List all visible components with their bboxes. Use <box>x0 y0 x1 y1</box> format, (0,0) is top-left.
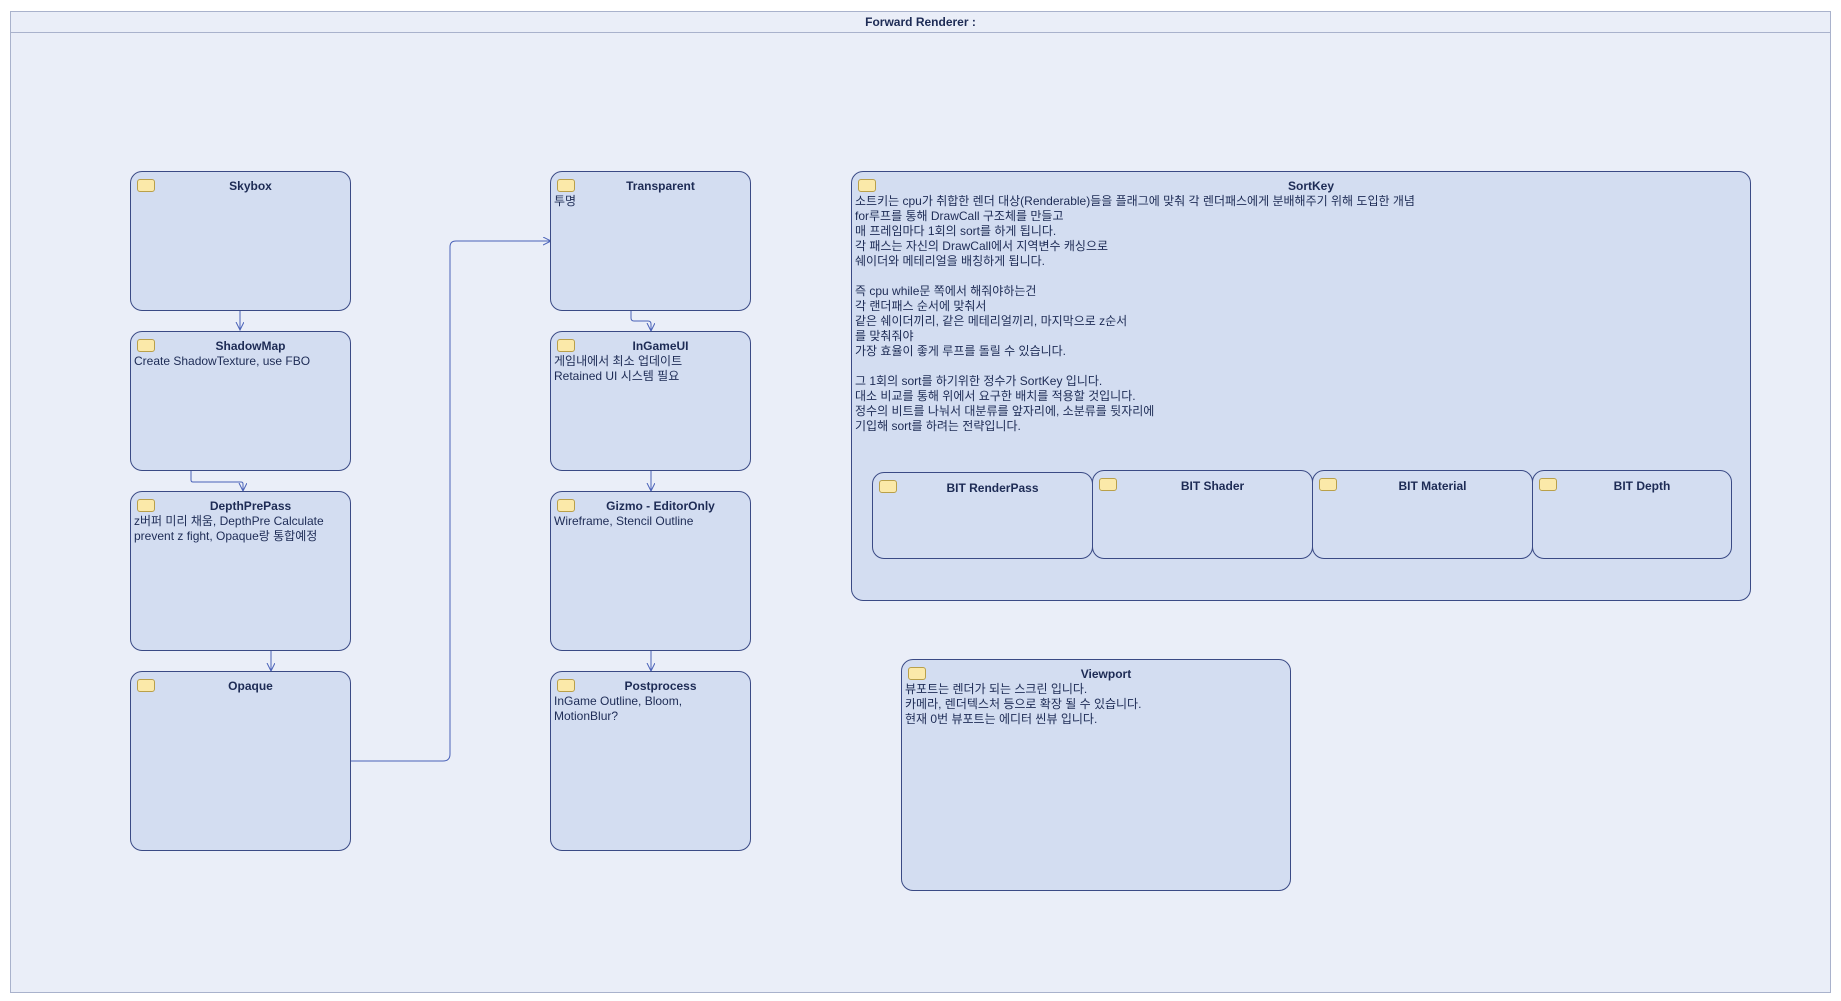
body-line: 기입해 sort를 하려는 전략입니다. <box>855 419 1021 433</box>
state-icon <box>137 339 155 352</box>
body-line: prevent z fight, Opaque랑 통합예정 <box>134 529 318 543</box>
state-title: SortKey <box>1287 179 1334 193</box>
state-icon <box>557 499 575 512</box>
body-line: 투명 <box>554 194 577 208</box>
substate-bit-depth[interactable]: BIT Depth <box>1532 470 1732 559</box>
state-body: 소트키는 cpu가 취합한 렌더 대상(Renderable)들을 플래그에 맞… <box>855 194 1480 434</box>
body-line: 가장 효율이 좋게 루프를 돌릴 수 있습니다. <box>855 344 1067 358</box>
state-title: BIT Material <box>1398 479 1467 493</box>
body-line: 뷰포트는 렌더가 되는 스크린 입니다. <box>905 682 1088 696</box>
body-line: 같은 쉐이더끼리, 같은 메테리얼끼리, 마지막으로 z순서 <box>855 314 1128 328</box>
body-line: MotionBlur? <box>554 709 619 723</box>
state-title: BIT Depth <box>1613 479 1671 493</box>
body-line: 정수의 비트를 나눠서 대분류를 앞자리에, 소분류를 뒷자리에 <box>855 404 1155 418</box>
state-title: ShadowMap <box>215 339 286 353</box>
state-title: Postprocess <box>624 679 697 693</box>
arrow-transparent-to-ingameui <box>630 311 651 331</box>
state-transparent[interactable]: Transparent 투명 <box>550 171 751 311</box>
body-line: z버퍼 미리 채움, DepthPre Calculate <box>134 514 324 528</box>
body-line: 소트키는 cpu가 취합한 렌더 대상(Renderable)들을 플래그에 맞… <box>855 194 1415 208</box>
state-icon <box>557 679 575 692</box>
body-line: for루프를 통해 DrawCall 구조체를 만들고 <box>855 209 1064 223</box>
state-icon <box>137 179 155 192</box>
state-sortkey[interactable]: SortKey 소트키는 cpu가 취합한 렌더 대상(Renderable)들… <box>851 171 1751 601</box>
state-icon <box>1539 478 1557 491</box>
state-body: Wireframe, Stencil Outline <box>554 514 748 529</box>
state-title: InGameUI <box>632 339 689 353</box>
state-title: DepthPrePass <box>209 499 292 513</box>
state-title: BIT Shader <box>1180 479 1245 493</box>
state-body: 투명 <box>554 194 748 209</box>
state-icon <box>557 339 575 352</box>
state-title: Transparent <box>626 179 695 193</box>
body-line: Retained UI 시스템 필요 <box>554 369 680 383</box>
body-line: 매 프레임마다 1회의 sort를 하게 됩니다. <box>855 224 1057 238</box>
body-line: 현재 0번 뷰포트는 에디터 씬뷰 입니다. <box>905 712 1098 726</box>
state-icon <box>908 667 926 680</box>
state-skybox[interactable]: Skybox <box>130 171 351 311</box>
state-title: BIT RenderPass <box>946 481 1039 495</box>
state-icon <box>557 179 575 192</box>
frame-title: Forward Renderer : <box>11 12 1830 33</box>
state-depthprepass[interactable]: DepthPrePass z버퍼 미리 채움, DepthPre Calcula… <box>130 491 351 651</box>
state-body: 뷰포트는 렌더가 되는 스크린 입니다.카메라, 렌더텍스처 등으로 확장 될 … <box>905 682 1288 727</box>
state-icon <box>879 480 897 493</box>
state-viewport[interactable]: Viewport 뷰포트는 렌더가 되는 스크린 입니다.카메라, 렌더텍스처 … <box>901 659 1291 891</box>
state-title: Opaque <box>228 679 273 693</box>
state-body: Create ShadowTexture, use FBO <box>134 354 348 369</box>
body-line: Wireframe, Stencil Outline <box>554 514 694 528</box>
substate-bit-material[interactable]: BIT Material <box>1312 470 1533 559</box>
body-line: 대소 비교를 통해 위에서 요구한 배치를 적용할 것입니다. <box>855 389 1136 403</box>
state-shadowmap[interactable]: ShadowMap Create ShadowTexture, use FBO <box>130 331 351 471</box>
state-icon <box>137 499 155 512</box>
state-title: Gizmo - EditorOnly <box>606 499 715 513</box>
state-icon <box>137 679 155 692</box>
arrow-shadowmap-to-depthprepass <box>190 471 243 491</box>
body-line: 쉐이더와 메테리얼을 배칭하게 됩니다. <box>855 254 1045 268</box>
body-line: 각 패스는 자신의 DrawCall에서 지역변수 캐싱으로 <box>855 239 1109 253</box>
state-opaque[interactable]: Opaque <box>130 671 351 851</box>
state-postprocess[interactable]: Postprocess InGame Outline, Bloom,Motion… <box>550 671 751 851</box>
body-line <box>855 359 1480 374</box>
state-gizmo[interactable]: Gizmo - EditorOnly Wireframe, Stencil Ou… <box>550 491 751 651</box>
substate-bit-renderpass[interactable]: BIT RenderPass <box>872 472 1093 559</box>
substate-bit-shader[interactable]: BIT Shader <box>1092 470 1313 559</box>
arrow-opaque-to-transparent <box>350 241 551 762</box>
body-line: 를 맞춰줘야 <box>855 329 914 343</box>
state-icon <box>858 179 876 192</box>
body-line: Create ShadowTexture, use FBO <box>134 354 311 368</box>
state-icon <box>1319 478 1337 491</box>
body-line: 즉 cpu while문 쪽에서 해줘야하는건 <box>855 284 1037 298</box>
body-line <box>855 269 1480 284</box>
state-title: Skybox <box>229 179 272 193</box>
state-icon <box>1099 478 1117 491</box>
body-line: InGame Outline, Bloom, <box>554 694 683 708</box>
body-line: 각 랜더패스 순서에 맞춰서 <box>855 299 987 313</box>
state-body: InGame Outline, Bloom,MotionBlur? <box>554 694 748 724</box>
state-title: Viewport <box>1080 667 1132 681</box>
body-line: 그 1회의 sort를 하기위한 정수가 SortKey 입니다. <box>855 374 1103 388</box>
body-line: 게임내에서 최소 업데이트 <box>554 354 683 368</box>
body-line: 카메라, 렌더텍스처 등으로 확장 될 수 있습니다. <box>905 697 1142 711</box>
